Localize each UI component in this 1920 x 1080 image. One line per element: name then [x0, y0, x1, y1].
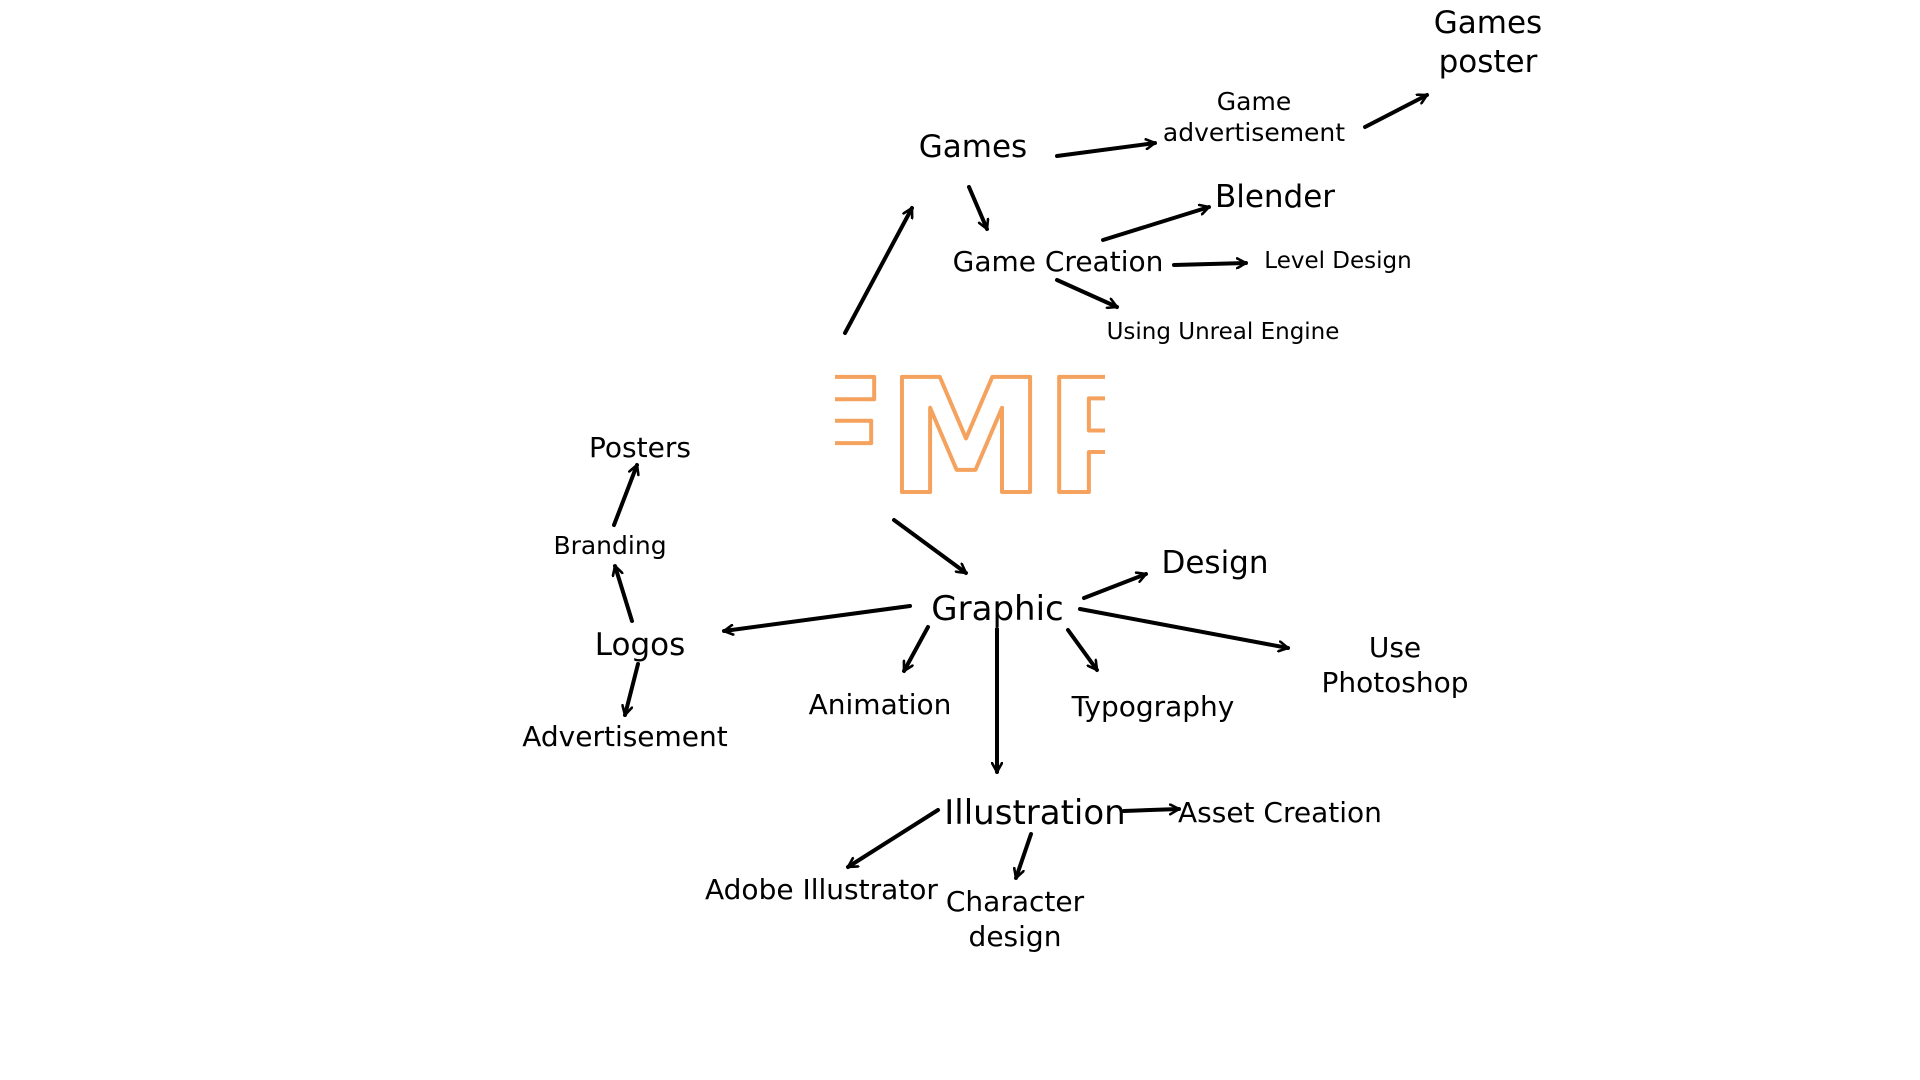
arrow-fmp-to-graphic — [892, 518, 968, 575]
node-branding: Branding — [553, 531, 667, 560]
node-asset-creation: Asset Creation — [1178, 796, 1382, 829]
arrow-logos-to-advertisement — [625, 662, 640, 717]
node-unreal-engine: Using Unreal Engine — [1106, 319, 1340, 345]
arrow-logos-to-branding — [615, 564, 634, 623]
node-games-poster: Games poster — [1433, 5, 1543, 80]
arrow-graphic-to-logos — [722, 604, 912, 631]
arrow-graphic-to-use-photoshop — [1078, 607, 1290, 648]
node-logos: Logos — [594, 627, 686, 663]
arrow-graphic-to-typography — [1066, 628, 1099, 672]
arrow-branding-to-posters — [612, 463, 637, 527]
node-animation: Animation — [808, 688, 952, 721]
node-illustration: Illustration — [944, 793, 1126, 833]
arrow-graphic-to-animation — [902, 625, 930, 673]
node-graphic: Graphic — [931, 589, 1064, 629]
node-posters: Posters — [589, 431, 691, 464]
arrow-game-creation-to-blender — [1101, 207, 1211, 242]
node-design: Design — [1161, 545, 1269, 581]
arrow-graphic-to-design — [1082, 574, 1148, 600]
arrow-games-to-game-creation — [967, 185, 987, 231]
arrow-game-creation-to-level-design — [1172, 263, 1248, 265]
arrow-illustration-to-asset-creation — [1122, 809, 1181, 811]
node-game-creation: Game Creation — [952, 245, 1164, 278]
arrow-fmp-to-games — [843, 206, 914, 335]
arrow-games-to-game-advertisement — [1055, 143, 1157, 158]
node-advertisement: Advertisement — [522, 720, 728, 753]
node-games: Games — [918, 129, 1028, 165]
fmp-title: FMP — [835, 364, 1105, 509]
arrow-game-advertisement-to-games-poster — [1363, 93, 1429, 129]
arrow-illustration-to-adobe-illustrator — [846, 808, 940, 869]
svg-text:FMP: FMP — [835, 364, 1105, 509]
node-game-advertisement: Game advertisement — [1162, 87, 1346, 148]
node-adobe-illustrator: Adobe Illustrator — [705, 873, 938, 906]
node-character-design: Character design — [945, 885, 1085, 953]
arrow-game-creation-to-unreal-engine — [1055, 278, 1119, 307]
node-typography: Typography — [1071, 690, 1235, 723]
node-blender: Blender — [1214, 179, 1336, 215]
arrow-illustration-to-character-design — [1016, 832, 1033, 880]
node-use-photoshop: Use Photoshop — [1321, 631, 1469, 699]
node-level-design: Level Design — [1264, 248, 1412, 274]
